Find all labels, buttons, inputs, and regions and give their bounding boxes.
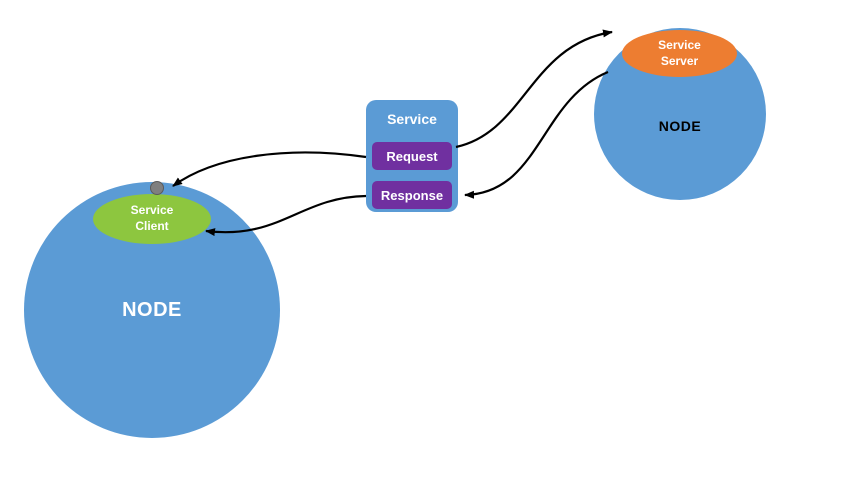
response-label: Response <box>380 187 444 203</box>
service-box: Service Request Response <box>366 100 458 212</box>
response-box: Response <box>372 181 452 209</box>
service-client-label: Service Client <box>130 203 174 233</box>
arrow-server-to-response <box>464 70 609 199</box>
request-box: Request <box>372 142 452 170</box>
service-client-ellipse: Service Client <box>93 194 211 244</box>
connection-dot <box>150 181 164 195</box>
arrow-request-to-client-dot <box>172 151 367 187</box>
right-node-label: NODE <box>658 118 702 134</box>
service-server-ellipse: Service Server <box>622 30 737 77</box>
left-node-label: NODE <box>122 298 182 321</box>
service-box-title: Service <box>387 111 437 127</box>
arrow-request-to-server <box>455 29 613 149</box>
service-server-label: Service Server <box>658 37 701 68</box>
request-label: Request <box>386 148 438 164</box>
